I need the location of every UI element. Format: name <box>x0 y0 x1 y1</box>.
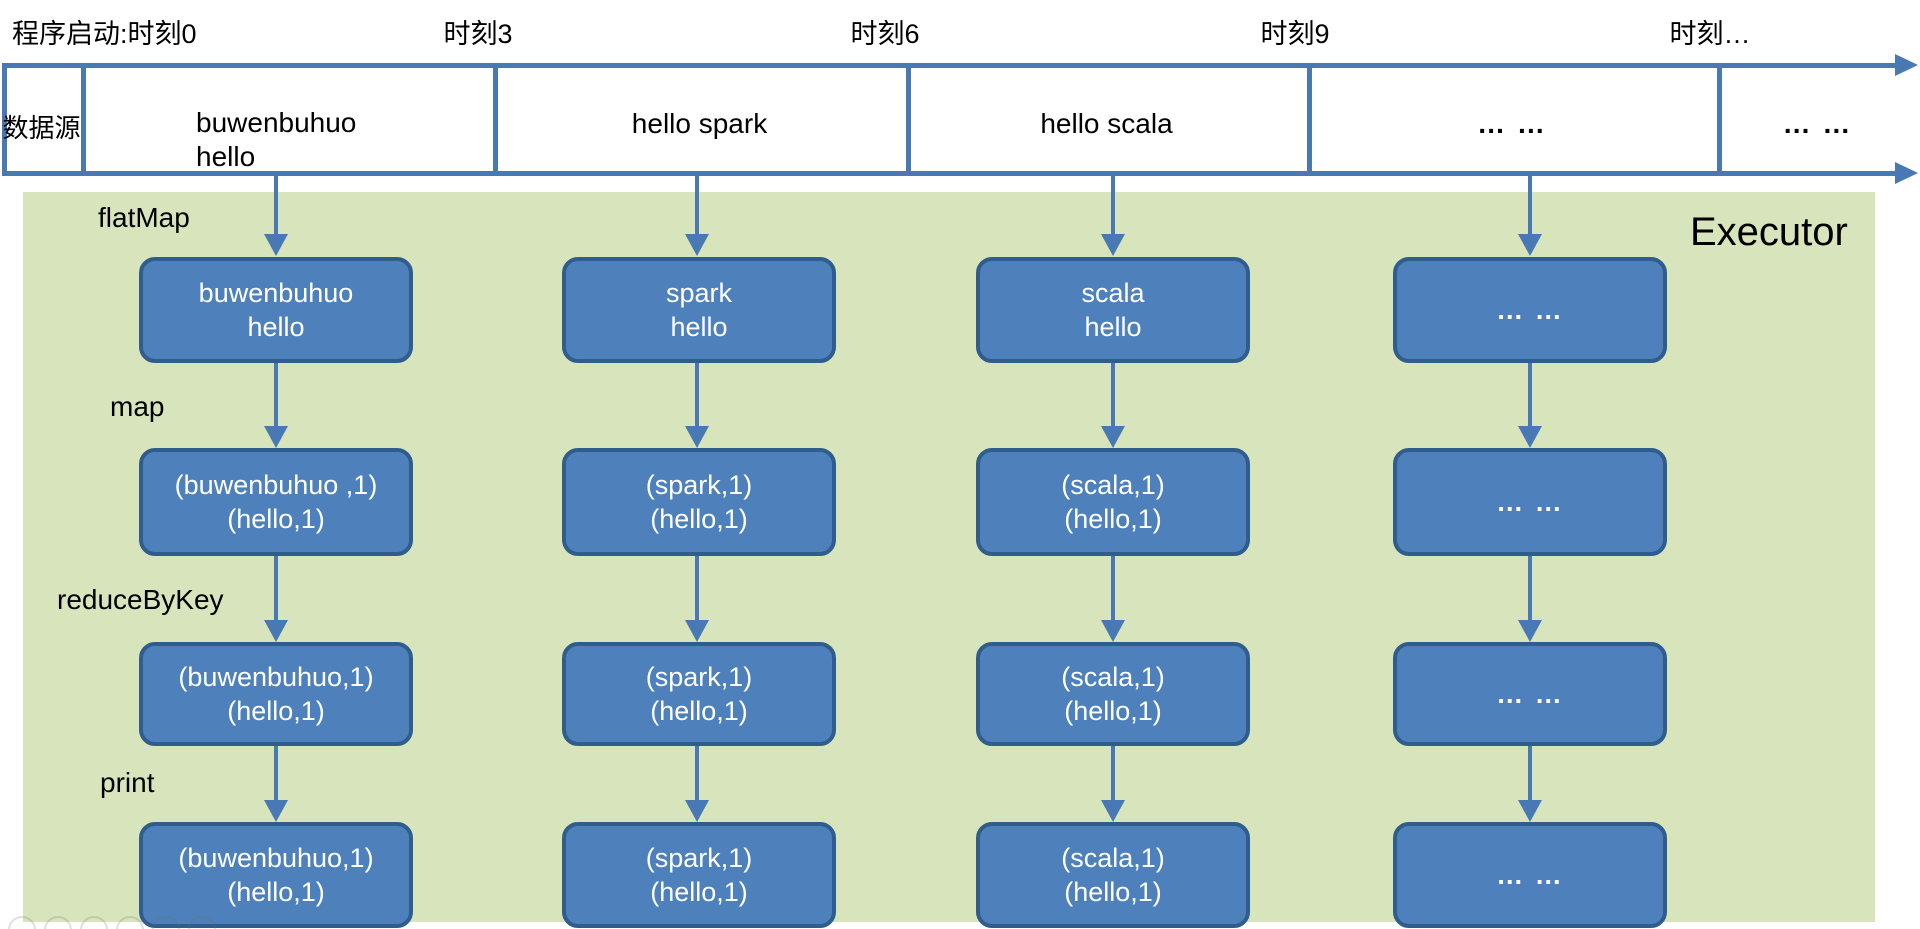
rdd-box-line: (hello,1) <box>650 877 748 907</box>
timeline-label-t0: 程序启动:时刻0 <box>12 19 197 49</box>
source-cell-line: buwenbuhuo <box>196 107 357 138</box>
rdd-box-flatmap-batch1: buwenbuhuo hello <box>139 257 413 363</box>
timeline-label-tn: 时刻… <box>1669 19 1751 49</box>
cell-separator <box>1307 63 1312 176</box>
rdd-box-map-batch3: (scala,1) (hello,1) <box>976 448 1250 556</box>
rdd-box-reduce-batch1: (buwenbuhuo,1) (hello,1) <box>139 642 413 746</box>
source-cell-batch1: buwenbuhuo hello <box>196 106 356 174</box>
rdd-box-line: hello <box>670 312 728 342</box>
timeline-arrow-top-shaft <box>2 63 1895 68</box>
op-label-flatmap: flatMap <box>98 202 190 233</box>
rdd-box-line: … … <box>1496 295 1564 325</box>
rdd-box-line: (hello,1) <box>1064 877 1162 907</box>
rdd-box-line: buwenbuhuo <box>198 278 354 308</box>
rdd-box-line: (scala,1) <box>1061 470 1165 500</box>
rdd-box-line: (hello,1) <box>227 504 325 534</box>
timeline-label-t6: 时刻6 <box>850 19 920 49</box>
rdd-box-line: (hello,1) <box>1064 504 1162 534</box>
rdd-box-line: (hello,1) <box>650 504 748 534</box>
rdd-box-line: (spark,1) <box>645 843 753 873</box>
rdd-box-map-batch1: (buwenbuhuo ,1) (hello,1) <box>139 448 413 556</box>
rdd-box-line: hello <box>247 312 305 342</box>
rdd-box-flatmap-batch2: spark hello <box>562 257 836 363</box>
rdd-box-line: (hello,1) <box>1064 696 1162 726</box>
rdd-box-print-batchN: … … <box>1393 822 1667 928</box>
rdd-box-line: (spark,1) <box>645 662 753 692</box>
cell-separator <box>1717 63 1722 176</box>
data-source-label: 数据源 <box>2 113 81 143</box>
rdd-box-map-batch2: (spark,1) (hello,1) <box>562 448 836 556</box>
timeline-arrow-bottom-shaft <box>2 171 1895 176</box>
rdd-box-line: (spark,1) <box>645 470 753 500</box>
rdd-box-line: (buwenbuhuo,1) <box>178 843 374 873</box>
rdd-box-line: scala <box>1081 278 1145 308</box>
op-label-map: map <box>110 391 165 422</box>
rdd-box-flatmap-batchN: … … <box>1393 257 1667 363</box>
op-label-reducebykey: reduceByKey <box>57 584 224 615</box>
rdd-box-line: (hello,1) <box>227 696 325 726</box>
rdd-box-line: spark <box>665 278 733 308</box>
rdd-box-line: (hello,1) <box>650 696 748 726</box>
rdd-box-print-batch1: (buwenbuhuo,1) (hello,1) <box>139 822 413 928</box>
rdd-box-line: (scala,1) <box>1061 843 1165 873</box>
cell-separator <box>493 63 498 176</box>
source-cell-batch4: … … <box>1477 108 1547 139</box>
source-cell-line: hello <box>196 141 256 172</box>
cell-separator <box>906 63 911 176</box>
rdd-box-line: … … <box>1496 679 1564 709</box>
rdd-box-flatmap-batch3: scala hello <box>976 257 1250 363</box>
op-label-print: print <box>100 767 155 798</box>
rdd-box-print-batch2: (spark,1) (hello,1) <box>562 822 836 928</box>
rdd-box-line: (hello,1) <box>227 877 325 907</box>
source-cell-batch3: hello scala <box>1040 108 1173 139</box>
rdd-box-reduce-batchN: … … <box>1393 642 1667 746</box>
rdd-box-print-batch3: (scala,1) (hello,1) <box>976 822 1250 928</box>
rdd-box-line: (buwenbuhuo ,1) <box>174 470 378 500</box>
source-cell-batch2: hello spark <box>631 108 768 139</box>
timeline-arrow-bottom-head <box>1895 162 1918 184</box>
timeline-label-t3: 时刻3 <box>443 19 513 49</box>
rdd-box-line: (buwenbuhuo,1) <box>178 662 374 692</box>
executor-title: Executor <box>1690 210 1848 254</box>
rdd-box-line: hello <box>1084 312 1142 342</box>
rdd-box-reduce-batch3: (scala,1) (hello,1) <box>976 642 1250 746</box>
cell-separator <box>2 63 7 176</box>
rdd-box-line: (scala,1) <box>1061 662 1165 692</box>
timeline-arrow-top-head <box>1895 54 1918 76</box>
rdd-box-line: … … <box>1496 860 1564 890</box>
source-cell-batch5: … … <box>1782 108 1853 139</box>
rdd-box-reduce-batch2: (spark,1) (hello,1) <box>562 642 836 746</box>
rdd-box-line: … … <box>1496 487 1564 517</box>
cell-separator <box>81 63 86 176</box>
timeline-label-t9: 时刻9 <box>1260 19 1330 49</box>
rdd-box-map-batchN: … … <box>1393 448 1667 556</box>
